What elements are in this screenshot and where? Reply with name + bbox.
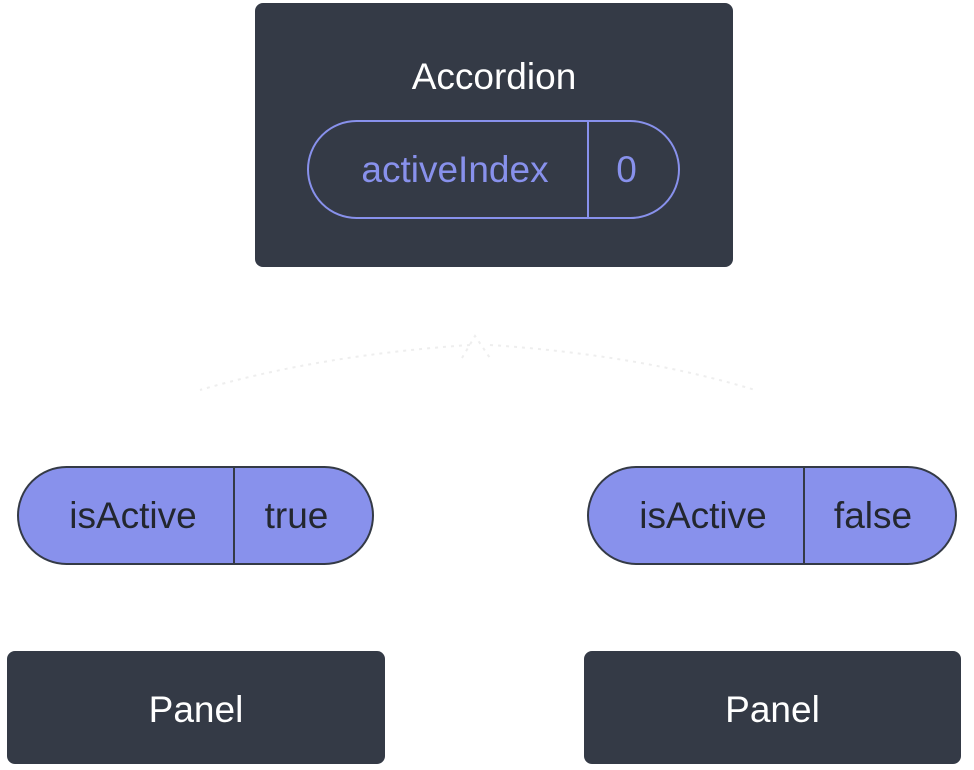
accordion-title: Accordion (411, 56, 577, 97)
pill-divider (233, 468, 235, 563)
state-value: 0 (616, 148, 637, 190)
pill-divider (803, 468, 805, 563)
is-active-prop-pill-left: isActive true (17, 466, 374, 565)
prop-name-right: isActive (639, 494, 767, 536)
active-index-state-pill: activeIndex 0 (307, 120, 680, 219)
prop-value-right: false (833, 494, 913, 536)
state-name: activeIndex (361, 148, 549, 190)
panel-title-right: Panel (725, 689, 820, 730)
arrow-right (489, 344, 756, 391)
prop-value-left: true (264, 494, 329, 536)
is-active-prop-pill-right: isActive false (587, 466, 957, 565)
panel-node-right: Panel (584, 651, 961, 764)
accordion-node: Accordion activeIndex 0 (255, 3, 733, 267)
prop-name-left: isActive (69, 494, 197, 536)
panel-node-left: Panel (7, 651, 385, 764)
arrow-head (461, 334, 491, 359)
arrow-left (199, 344, 471, 391)
pill-divider (587, 122, 589, 217)
panel-title-left: Panel (148, 689, 244, 730)
